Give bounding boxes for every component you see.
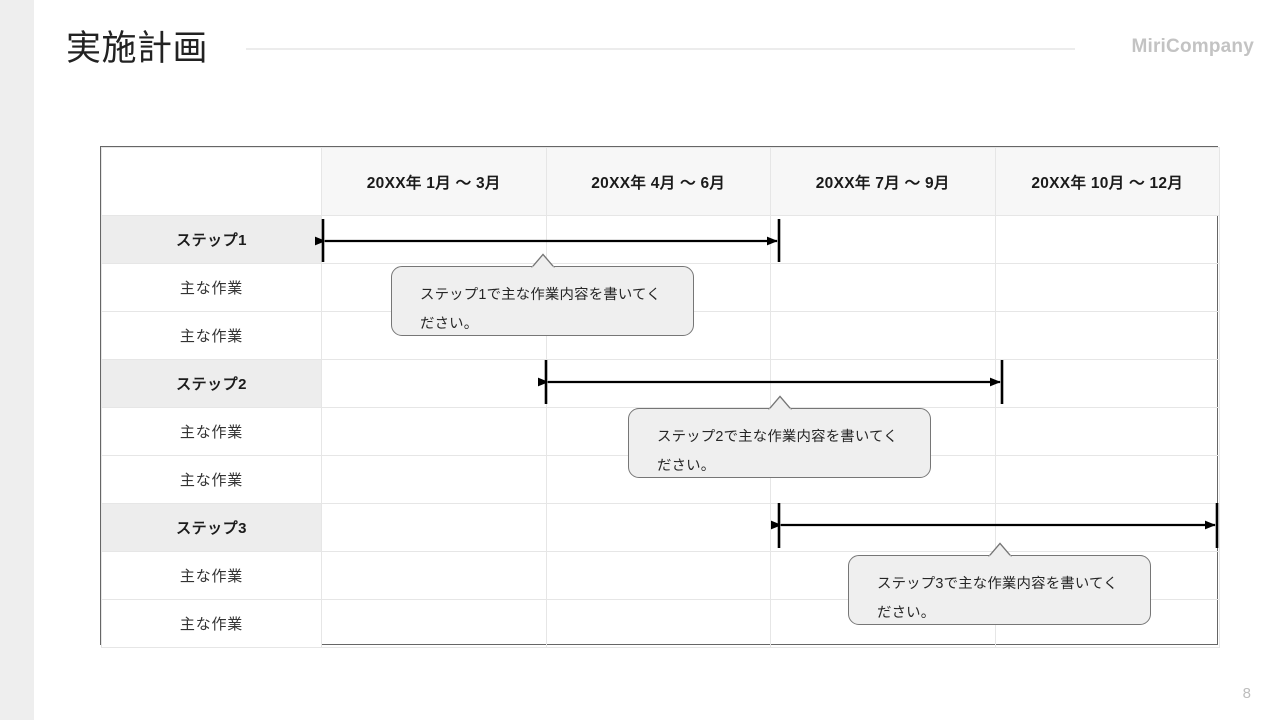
table-header-cell-q2: 20XX年 4月 ～ 6月 [545, 147, 771, 216]
cell-step3-q3 [770, 503, 996, 552]
cell-step1-q2 [545, 215, 771, 264]
cell-task-q1 [321, 455, 547, 504]
row-label-task: 主な作業 [101, 455, 322, 504]
row-label-task: 主な作業 [101, 407, 322, 456]
cell-step2-q2 [545, 359, 771, 408]
callout-tail-icon [987, 542, 1012, 558]
table-row: ステップ2 [101, 359, 1220, 408]
cell-task-q3 [770, 263, 996, 312]
table-header-cell-q3: 20XX年 7月 ～ 9月 [770, 147, 996, 216]
cell-task-q4 [994, 311, 1220, 360]
table-header: 20XX年 1月 ～ 3月 20XX年 4月 ～ 6月 20XX年 7月 ～ 9… [101, 147, 1220, 216]
cell-task-q4 [994, 263, 1220, 312]
row-label-task: 主な作業 [101, 599, 322, 648]
cell-step1-q4 [994, 215, 1220, 264]
cell-task-q2 [545, 551, 771, 600]
cell-step1-q3 [770, 215, 996, 264]
cell-step3-q2 [545, 503, 771, 552]
cell-task-q2 [545, 599, 771, 648]
callout-step1: ステップ1で主な作業内容を書いてください。 [391, 253, 694, 336]
cell-task-q1 [321, 551, 547, 600]
table-row: ステップ3 [101, 503, 1220, 552]
page-number: 8 [1242, 685, 1251, 702]
title-divider [246, 48, 1075, 50]
brand-label: MiriCompany [1131, 36, 1254, 57]
table-header-cell-q1: 20XX年 1月 ～ 3月 [321, 147, 547, 216]
page-title: 実施計画 [66, 29, 209, 68]
cell-task-q1 [321, 599, 547, 648]
cell-step2-q4 [994, 359, 1220, 408]
callout-text: ステップ1で主な作業内容を書いてください。 [420, 287, 661, 332]
callout-text: ステップ3で主な作業内容を書いてください。 [877, 576, 1118, 621]
cell-task-q1 [321, 407, 547, 456]
row-label-step2: ステップ2 [101, 359, 322, 408]
left-accent-strip [0, 0, 34, 720]
cell-step2-q3 [770, 359, 996, 408]
callout-text: ステップ2で主な作業内容を書いてください。 [657, 429, 898, 474]
cell-task-q4 [994, 455, 1220, 504]
cell-step2-q1 [321, 359, 547, 408]
row-label-task: 主な作業 [101, 263, 322, 312]
callout-tail-icon [767, 395, 792, 411]
table-row: ステップ1 [101, 215, 1220, 264]
table-header-cell-blank [101, 147, 322, 216]
callout-step2: ステップ2で主な作業内容を書いてください。 [628, 395, 931, 478]
row-label-task: 主な作業 [101, 551, 322, 600]
callout-tail-icon [530, 253, 555, 269]
cell-step3-q1 [321, 503, 547, 552]
cell-step3-q4 [994, 503, 1220, 552]
cell-step1-q1 [321, 215, 547, 264]
row-label-task: 主な作業 [101, 311, 322, 360]
cell-task-q4 [994, 407, 1220, 456]
table-header-cell-q4: 20XX年 10月 ～ 12月 [994, 147, 1220, 216]
table-header-row: 20XX年 1月 ～ 3月 20XX年 4月 ～ 6月 20XX年 7月 ～ 9… [101, 147, 1220, 216]
callout-step3: ステップ3で主な作業内容を書いてください。 [848, 542, 1151, 625]
cell-task-q3 [770, 311, 996, 360]
row-label-step3: ステップ3 [101, 503, 322, 552]
row-label-step1: ステップ1 [101, 215, 322, 264]
